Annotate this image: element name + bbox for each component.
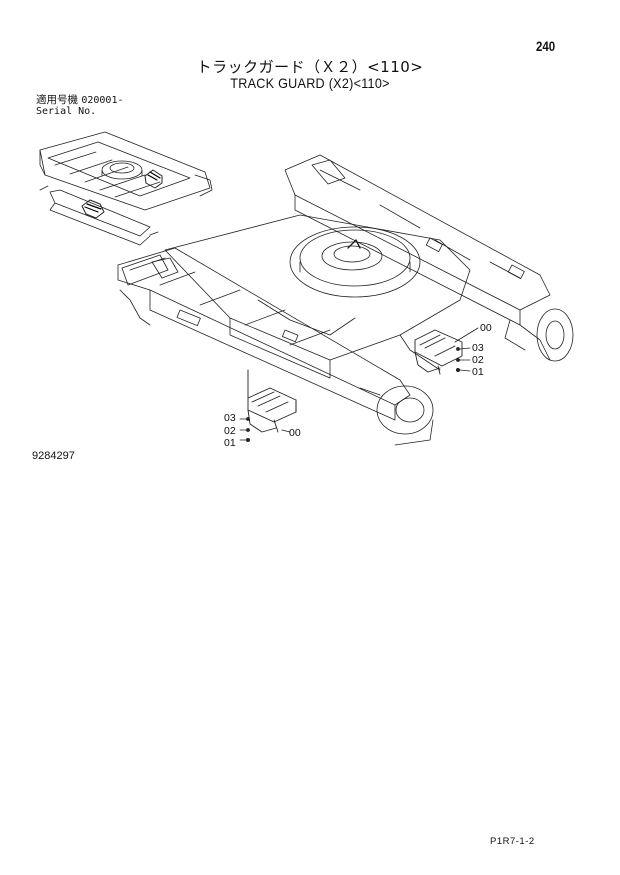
serial-block: 適用号機 020001- Serial No. [36,94,124,118]
serial-label-english: Serial No. [36,106,97,117]
drawing-number: 9284297 [32,450,75,462]
serial-label-japanese: 適用号機 [36,94,78,106]
track-frame-exploded-diagram [39,131,574,446]
callout-right-01: 01 [472,366,484,378]
callout-right-00: 00 [480,322,492,334]
callout-right-02: 02 [472,354,484,366]
page-title-japanese: トラックガード（Ｘ２）<110> [196,58,424,76]
page-number: 240 [536,38,556,54]
page-reference-code: P1R7-1-2 [490,836,535,847]
main-frame-drawing [117,154,574,446]
callout-lower-01: 01 [224,437,236,449]
serial-value: 020001- [81,95,124,106]
page-title-english: TRACK GUARD (X2)<110> [230,75,390,91]
track-guard-lower [247,369,297,433]
callout-lower-00: 00 [289,427,301,439]
callout-right-03: 03 [472,342,484,354]
inset-view-drawing [39,131,213,246]
track-guard-right [414,327,479,375]
bolt-set-lower [239,417,250,442]
callout-lower-03: 03 [224,412,236,424]
callout-lower-02: 02 [224,425,236,437]
bolt-set-right [455,347,471,372]
